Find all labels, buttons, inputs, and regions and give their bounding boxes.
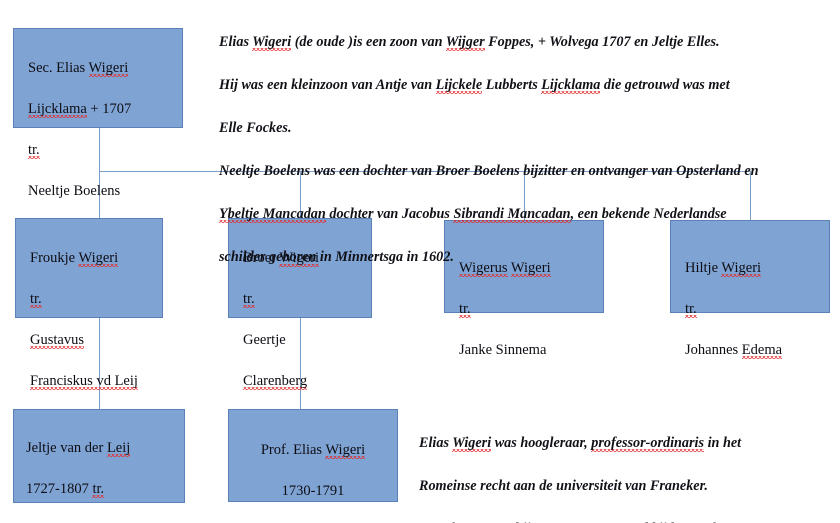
person-line: tr. xyxy=(459,300,471,317)
connector-broer-to-prof-elias xyxy=(300,318,301,409)
person-line: tr. xyxy=(28,141,40,158)
person-box-froukje-wigeri[interactable]: Froukje Wigeri tr. Gustavus Franciskus v… xyxy=(15,218,163,390)
person-line: 1727-1807 tr. xyxy=(26,480,105,497)
person-box-wigerus-wigeri[interactable]: Wigerus Wigeri tr. Janke Sinnema xyxy=(444,220,604,358)
person-line: Neeltje Boelens xyxy=(28,183,121,200)
person-line: Geertje xyxy=(243,331,286,348)
person-box-jeltje-van-der-leij[interactable]: Jeltje van der Leij 1727-1807 tr. Sijtse… xyxy=(13,409,185,523)
person-box-broer-wigeri[interactable]: Broer Wigeri tr. Geertje Clarenberg xyxy=(228,218,372,390)
note-line: Ybeltje Mancadan dochter van Jacobus Sib… xyxy=(219,206,727,223)
person-line: Broer Wigeri xyxy=(243,249,320,266)
connector-root-drop xyxy=(99,128,100,171)
connector-froukje-to-jeltje xyxy=(99,318,100,409)
note-line: Hij was een kleinzoon van Antje van Lijc… xyxy=(219,76,730,93)
person-line: Sec. Elias Wigeri xyxy=(28,59,129,76)
person-line: Lijcklama + 1707 xyxy=(28,100,132,117)
connector-drop-hiltje xyxy=(750,171,751,220)
person-line: Hiltje Wigeri xyxy=(685,259,762,276)
note-line: Vanaf 1780 was hij procureur generaal bi… xyxy=(419,519,839,523)
person-line: Prof. Elias Wigeri xyxy=(260,441,366,458)
person-line: Clarenberg xyxy=(243,373,308,390)
connector-drop-broer xyxy=(300,171,301,218)
note-line: Elle Fockes. xyxy=(219,119,292,136)
connector-drop-wigerus xyxy=(524,171,525,220)
person-line: Wigerus Wigeri xyxy=(459,259,551,276)
note-line: schilder geboren in Minnertsga in 1602. xyxy=(219,249,454,266)
person-box-prof-elias-wigeri[interactable]: Prof. Elias Wigeri 1730-1791 tr. Hiltje … xyxy=(228,409,398,502)
person-line: Froukje Wigeri xyxy=(30,249,119,266)
person-box-elias-wigeri-lijcklama[interactable]: Sec. Elias Wigeri Lijcklama + 1707 tr. N… xyxy=(13,28,183,199)
person-line: Sijtse van der Molen xyxy=(26,520,184,523)
person-line: Gustavus xyxy=(30,331,84,348)
person-box-hiltje-wigeri[interactable]: Hiltje Wigeri tr. Johannes Edema xyxy=(670,220,830,358)
person-line: tr. xyxy=(243,290,255,307)
person-line: Jeltje van der Leij xyxy=(26,439,131,456)
person-line: tr. xyxy=(30,290,42,307)
note-elias-de-oude: Elias Wigeri (de oude )is een zoon van W… xyxy=(219,10,834,291)
person-line: Franciskus vd Leij xyxy=(30,373,138,390)
note-line: Elias Wigeri was hoogleraar, professor-o… xyxy=(419,434,742,451)
person-line: Johannes Edema xyxy=(685,341,783,358)
note-line: Neeltje Boelens was een dochter van Broe… xyxy=(219,163,759,180)
note-line: Elias Wigeri (de oude )is een zoon van W… xyxy=(219,33,720,50)
connector-drop-froukje xyxy=(99,171,100,218)
person-line: tr. xyxy=(685,300,697,317)
note-prof-elias: Elias Wigeri was hoogleraar, professor-o… xyxy=(419,411,839,523)
connector-sibling-bus xyxy=(99,171,751,172)
person-line: Janke Sinnema xyxy=(459,341,547,358)
note-line: Romeinse recht aan de universiteit van F… xyxy=(419,477,708,494)
person-line: 1730-1791 xyxy=(281,482,345,499)
